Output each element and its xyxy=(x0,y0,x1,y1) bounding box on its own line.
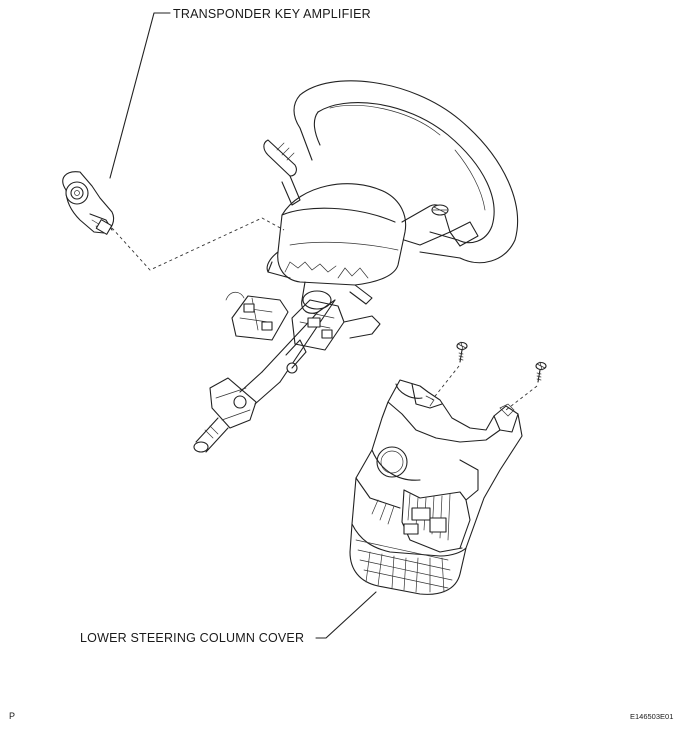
column-tilt-bracket xyxy=(225,291,381,374)
wiper-switch-stalk xyxy=(401,204,479,247)
callout-leader-lines xyxy=(109,12,377,639)
turn-signal-stalk xyxy=(263,139,301,206)
figure-id-label: E146503E01 xyxy=(630,712,674,721)
transponder-key-amplifier-part xyxy=(62,171,115,235)
screw-right xyxy=(535,361,547,383)
transponder-key-amplifier-label: TRANSPONDER KEY AMPLIFIER xyxy=(173,7,371,21)
intermediate-shaft xyxy=(193,371,281,453)
lower-steering-column-cover xyxy=(349,379,523,595)
page-corner-mark: P xyxy=(9,711,16,721)
screw-left xyxy=(456,341,468,363)
steering-column-hub xyxy=(266,183,407,305)
lower-steering-column-cover-label: LOWER STEERING COLUMN COVER xyxy=(80,631,305,645)
installation-guide-lines xyxy=(111,217,538,411)
steering-wheel xyxy=(293,80,519,264)
